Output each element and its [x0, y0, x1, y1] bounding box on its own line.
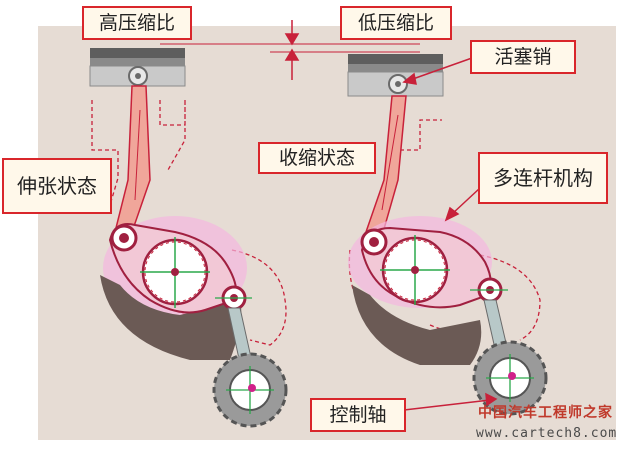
- right-piston: [347, 54, 444, 97]
- label-piston-pin: 活塞销: [470, 40, 576, 74]
- watermark-url: www.cartech8.com: [476, 426, 618, 441]
- left-piston: [89, 48, 186, 87]
- label-control-shaft: 控制轴: [310, 398, 406, 432]
- label-low-compression: 低压缩比: [340, 6, 452, 40]
- watermark-brand: 中国汽车工程师之家: [478, 405, 613, 421]
- label-extended-state: 伸张状态: [2, 158, 112, 214]
- left-crank-weight: [100, 275, 242, 360]
- label-contracted-state: 收缩状态: [258, 142, 376, 174]
- leader-lines: [402, 57, 498, 411]
- label-multilink-mechanism: 多连杆机构: [478, 152, 608, 204]
- right-mechanism: [347, 54, 548, 416]
- compression-height-arrow: [160, 20, 420, 80]
- left-dashed-outline: [91, 100, 287, 346]
- right-crank-weight: [352, 285, 482, 365]
- left-mechanism: [89, 48, 288, 428]
- label-high-compression: 高压缩比: [82, 6, 192, 40]
